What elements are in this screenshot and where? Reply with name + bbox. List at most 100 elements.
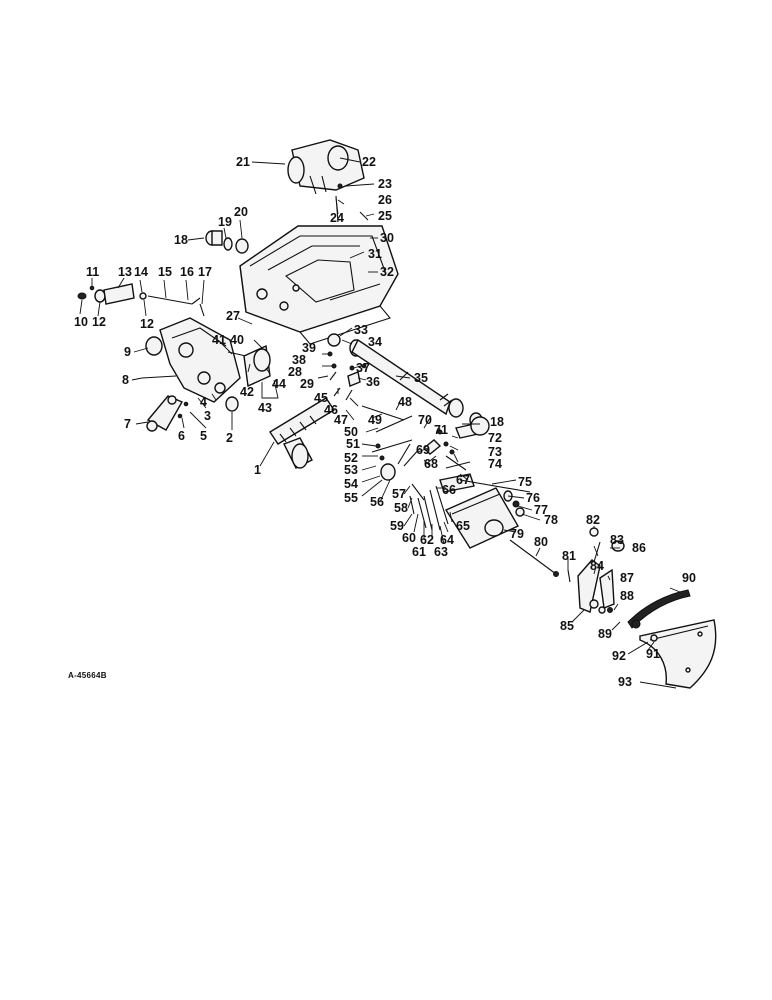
callout-15: 15 [158, 265, 172, 279]
reference-code: A-45664B [68, 671, 107, 680]
callout-29: 29 [300, 377, 314, 391]
callout-9: 9 [124, 345, 131, 359]
callout-14: 14 [134, 265, 148, 279]
callout-50: 50 [344, 425, 358, 439]
callout-88: 88 [620, 589, 634, 603]
callout-25: 25 [378, 209, 392, 223]
callout-71: 71 [434, 423, 448, 437]
callout-24: 24 [330, 211, 344, 225]
callout-54: 54 [344, 477, 358, 491]
callout-1: 1 [254, 463, 261, 477]
callout-61: 61 [412, 545, 426, 559]
callout-74: 74 [488, 457, 502, 471]
callout-84: 84 [590, 559, 604, 573]
callout-93: 93 [618, 675, 632, 689]
callout-35: 35 [414, 371, 428, 385]
callout-40: 40 [230, 333, 244, 347]
callout-69: 69 [416, 443, 430, 457]
callout-90: 90 [682, 571, 696, 585]
callout-42: 42 [240, 385, 254, 399]
callout-2: 2 [226, 431, 233, 445]
callout-79: 79 [510, 527, 524, 541]
cross-shaft [225, 396, 335, 469]
callout-7: 7 [124, 417, 131, 431]
left-linkage [77, 283, 205, 317]
callout-68: 68 [424, 457, 438, 471]
callout-48: 48 [398, 395, 412, 409]
callout-31: 31 [368, 247, 382, 261]
callout-18-upper: 18 [174, 233, 188, 247]
callout-27: 27 [226, 309, 240, 323]
callout-30: 30 [380, 231, 394, 245]
callout-81: 81 [562, 549, 576, 563]
callout-34: 34 [368, 335, 382, 349]
callout-75: 75 [518, 475, 532, 489]
bushing-right [470, 416, 490, 436]
callout-80: 80 [534, 535, 548, 549]
callout-45: 45 [314, 391, 328, 405]
callout-5: 5 [200, 429, 207, 443]
callout-labels: 21 22 23 26 24 25 30 31 32 18 19 20 11 1… [68, 155, 696, 689]
callout-56: 56 [370, 495, 384, 509]
callout-32: 32 [380, 265, 394, 279]
callout-12-right: 12 [140, 317, 154, 331]
callout-66: 66 [442, 483, 456, 497]
callout-86: 86 [632, 541, 646, 555]
callout-47: 47 [334, 413, 348, 427]
callout-78: 78 [544, 513, 558, 527]
callout-11: 11 [86, 265, 99, 279]
callout-67: 67 [456, 473, 470, 487]
callout-72: 72 [488, 431, 502, 445]
callout-46: 46 [324, 403, 338, 417]
lower-arm [141, 375, 189, 432]
callout-87: 87 [620, 571, 634, 585]
callout-70: 70 [418, 413, 432, 427]
callout-51: 51 [346, 437, 360, 451]
callout-43: 43 [258, 401, 272, 415]
callout-91: 91 [646, 647, 660, 661]
callout-65: 65 [456, 519, 470, 533]
callout-38: 38 [292, 353, 306, 367]
callout-39: 39 [302, 341, 316, 355]
callout-83: 83 [610, 533, 624, 547]
bushings-upper [205, 230, 249, 254]
callout-44: 44 [272, 377, 286, 391]
callout-18-right: 18 [490, 415, 504, 429]
leader-lines [79, 157, 681, 689]
callout-13: 13 [118, 265, 132, 279]
callout-12-left: 12 [92, 315, 106, 329]
callout-52: 52 [344, 451, 358, 465]
callout-28: 28 [288, 365, 302, 379]
lift-arm-bracket [145, 317, 271, 403]
callout-20: 20 [234, 205, 248, 219]
parts-drawing [77, 139, 717, 689]
callout-60: 60 [402, 531, 416, 545]
callout-16: 16 [180, 265, 194, 279]
callout-73: 73 [488, 445, 502, 459]
callout-8: 8 [122, 373, 129, 387]
callout-89: 89 [598, 627, 612, 641]
callout-59: 59 [390, 519, 404, 533]
callout-64: 64 [440, 533, 454, 547]
center-linkage [361, 405, 479, 481]
callout-4: 4 [200, 395, 207, 409]
callout-33: 33 [354, 323, 368, 337]
callout-58: 58 [394, 501, 408, 515]
callout-36: 36 [366, 375, 380, 389]
callout-3: 3 [204, 409, 211, 423]
lower-linkage [409, 461, 475, 531]
callout-53: 53 [344, 463, 358, 477]
callout-26: 26 [378, 193, 392, 207]
callout-77: 77 [534, 503, 548, 517]
callout-57: 57 [392, 487, 406, 501]
callout-21: 21 [236, 155, 250, 169]
callout-37: 37 [356, 361, 370, 375]
callout-63: 63 [434, 545, 448, 559]
callout-92: 92 [612, 649, 626, 663]
callout-85: 85 [560, 619, 574, 633]
small-hardware [327, 351, 367, 401]
callout-62: 62 [420, 533, 434, 547]
callout-22: 22 [362, 155, 376, 169]
callout-82: 82 [586, 513, 600, 527]
